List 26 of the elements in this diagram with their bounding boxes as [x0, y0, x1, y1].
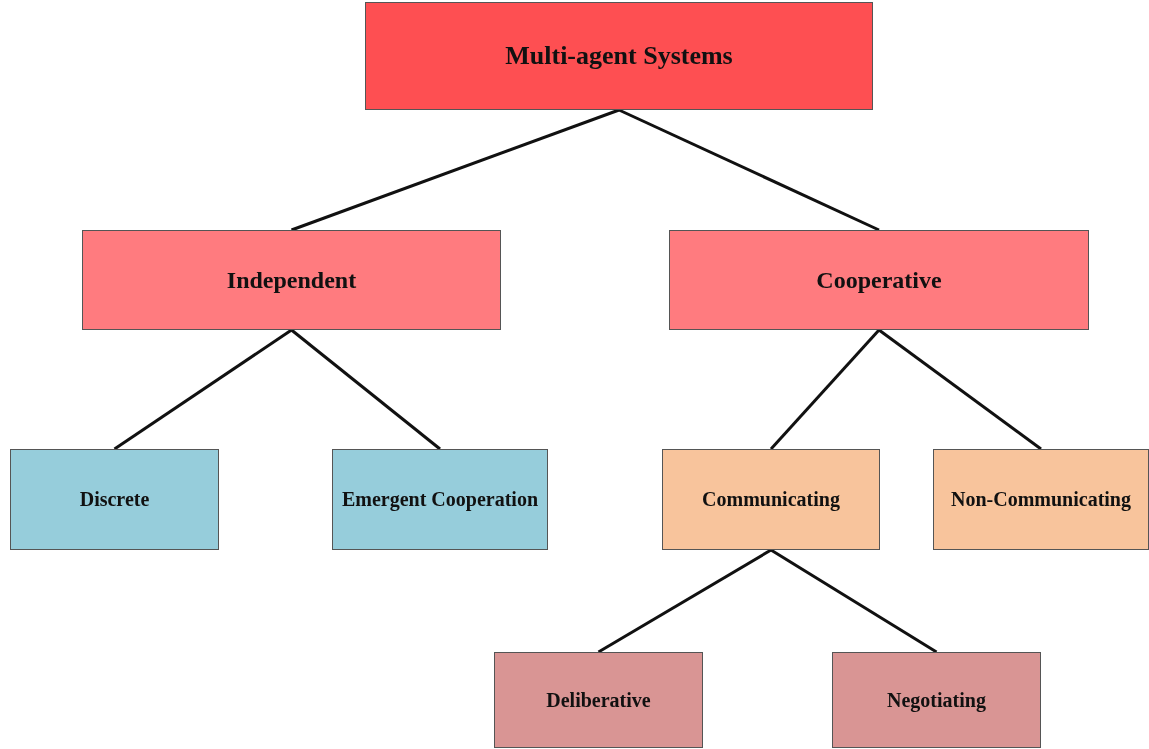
- category-box: [10, 449, 219, 550]
- connector-line: [291, 108, 620, 232]
- connector-line: [113, 328, 293, 451]
- box-label: Cooperative: [815, 266, 943, 294]
- category-box: [669, 230, 1089, 330]
- category-box: [933, 449, 1149, 550]
- box-label: Communicating: [701, 488, 841, 511]
- box-label: Non-Communicating: [950, 488, 1132, 511]
- connector-line: [618, 108, 880, 232]
- box-label: Deliberative: [545, 688, 652, 712]
- category-box: [82, 230, 501, 330]
- connector-line: [597, 548, 772, 654]
- category-box: [365, 2, 873, 110]
- box-label: Independent: [225, 266, 358, 294]
- category-box: [494, 652, 703, 748]
- connector-line: [769, 329, 881, 450]
- category-box: [332, 449, 548, 550]
- connector-line: [770, 548, 938, 654]
- category-box: [832, 652, 1041, 748]
- box-label: Negotiating: [886, 688, 987, 712]
- connector-line: [290, 328, 441, 451]
- box-label: Discrete: [78, 488, 151, 511]
- category-box: [662, 449, 880, 550]
- box-label: Multi-agent Systems: [504, 41, 734, 71]
- box-label: Emergent Cooperation: [340, 488, 540, 511]
- connector-line: [878, 328, 1042, 451]
